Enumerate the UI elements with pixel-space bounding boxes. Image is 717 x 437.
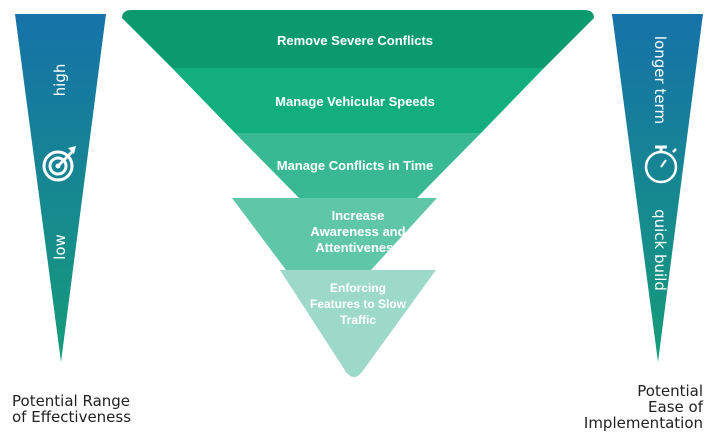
stopwatch-icon	[644, 145, 678, 184]
right-scale-wedge	[612, 14, 703, 362]
left-caption-line-2: of Effectiveness	[12, 408, 132, 426]
right-scale-caption: Potential Ease of Implementation	[560, 383, 703, 431]
tier-1-band	[122, 10, 594, 68]
tier-4-band-body	[232, 198, 437, 270]
right-scale-quick-build-label: quick build	[651, 209, 669, 291]
tier-1-label: Remove Severe Conflicts	[276, 33, 434, 48]
tier-3-band	[235, 133, 481, 198]
tier-5-band	[280, 270, 436, 377]
left-scale-high-label: high	[51, 63, 69, 97]
tier-5-label: Enforcing Features to Slow Traffic	[309, 281, 407, 327]
tier-3-label: Manage Conflicts in Time	[276, 158, 434, 173]
right-caption-line-3: Implementation	[583, 414, 703, 432]
tier-2-band	[172, 68, 544, 133]
right-scale-longer-term-label: longer term	[651, 35, 669, 125]
left-scale-low-label: low	[51, 234, 69, 260]
right-caption-line-1: Potential	[637, 382, 703, 400]
target-icon	[42, 146, 76, 182]
tier-2-label: Manage Vehicular Speeds	[275, 94, 435, 109]
left-scale-wedge	[15, 14, 106, 362]
left-caption-line-1: Potential Range	[12, 392, 131, 410]
left-scale-caption: Potential Range of Effectiveness	[12, 393, 131, 425]
right-caption-line-2: Ease of	[648, 398, 703, 416]
tier-4-label: Increase Awareness and Attentiveness	[310, 208, 406, 255]
